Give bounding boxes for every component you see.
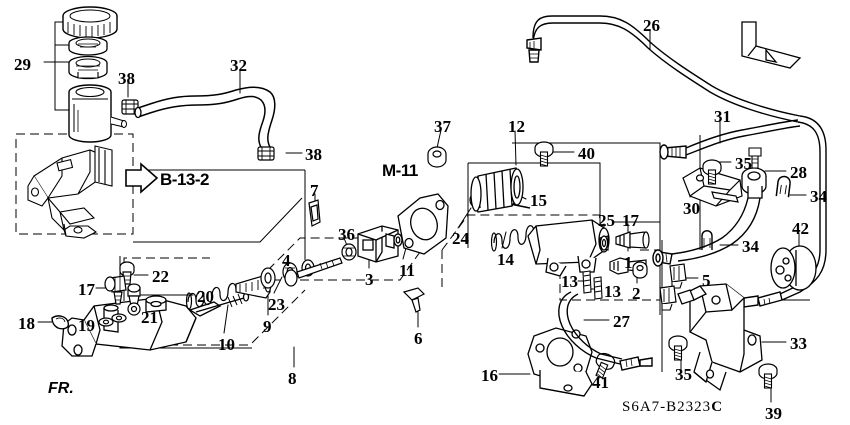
callout-12: 12 [508, 117, 525, 136]
callout-8: 8 [288, 369, 297, 388]
callout-38-lower: 38 [305, 145, 322, 164]
diagram-code-suffix: C [711, 399, 724, 415]
front-orientation-marker: FR. [48, 380, 74, 397]
callout-2: 2 [632, 284, 641, 303]
callout-33: 33 [790, 334, 807, 353]
diagram-code-main: S6A7-B2323 [622, 399, 712, 415]
callout-14: 14 [497, 250, 514, 269]
callout-22: 22 [152, 267, 169, 286]
callout-31: 31 [714, 107, 731, 126]
callout-13-left: 13 [561, 272, 578, 291]
callout-40: 40 [578, 144, 595, 163]
callout-29: 29 [14, 55, 31, 74]
callout-27: 27 [613, 312, 630, 331]
callout-28: 28 [790, 163, 807, 182]
callout-34-lower: 34 [742, 237, 759, 256]
callout-4: 4 [282, 251, 291, 270]
callout-25: 25 [598, 211, 615, 230]
callout-1: 1 [624, 253, 633, 272]
callout-38-upper: 38 [118, 69, 135, 88]
reference-callout-b13-2: B-13-2 [160, 170, 209, 189]
callout-15: 15 [530, 191, 547, 210]
callout-32: 32 [230, 56, 247, 75]
callout-26: 26 [643, 16, 660, 35]
callout-41: 41 [592, 373, 609, 392]
callout-13-right: 13 [604, 282, 621, 301]
callout-11: 11 [399, 261, 416, 280]
callout-24: 24 [452, 229, 469, 248]
callout-37: 37 [434, 117, 451, 136]
callout-39: 39 [765, 404, 782, 423]
callout-17-left: 17 [78, 280, 95, 299]
callout-17-right: 17 [622, 211, 639, 230]
diagram-code: S6A7-B2323C [622, 399, 723, 416]
callout-5-upper: 5 [702, 271, 711, 290]
callout-7: 7 [310, 181, 319, 200]
callout-23: 23 [268, 295, 285, 314]
callout-16: 16 [481, 366, 498, 385]
callout-30: 30 [683, 199, 700, 218]
callout-6: 6 [414, 329, 423, 348]
section-callout-m11: M-11 [382, 161, 418, 180]
callout-10: 10 [218, 335, 235, 354]
callout-35-lower: 35 [675, 365, 692, 384]
callout-35-upper: 35 [735, 154, 752, 173]
callout-36: 36 [338, 225, 355, 244]
callout-20: 20 [197, 287, 214, 306]
callout-19: 19 [78, 316, 95, 335]
callout-42: 42 [792, 219, 809, 238]
callout-34-upper: 34 [810, 187, 827, 206]
callout-21: 21 [141, 308, 158, 327]
callout-18: 18 [18, 314, 35, 333]
callout-3: 3 [365, 270, 374, 289]
callout-9: 9 [263, 317, 272, 336]
